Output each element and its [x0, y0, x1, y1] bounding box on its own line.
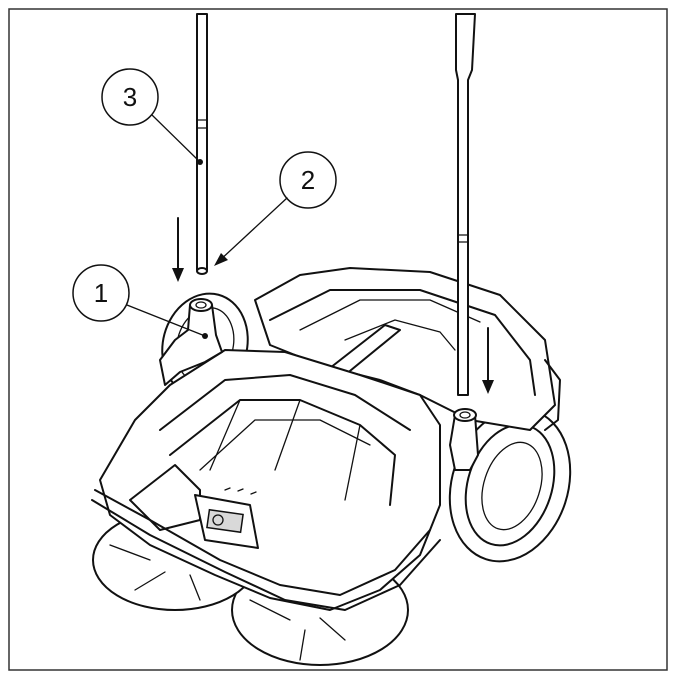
left-handle-socket [159, 298, 223, 386]
callout-2-label: 2 [301, 165, 315, 195]
right-handle-socket [449, 408, 479, 471]
sweeper-body [91, 349, 441, 611]
callout-3: 3 [101, 68, 203, 165]
callout-3-label: 3 [123, 82, 137, 112]
insert-arrow-left [172, 217, 184, 282]
callout-2: 2 [214, 151, 337, 266]
insert-arrow-right [482, 327, 494, 394]
callout-1: 1 [72, 264, 208, 339]
callout-1-label: 1 [94, 278, 108, 308]
diagram-frame [8, 8, 668, 671]
left-handle-tube [196, 13, 208, 275]
right-handle-tube [455, 13, 476, 396]
